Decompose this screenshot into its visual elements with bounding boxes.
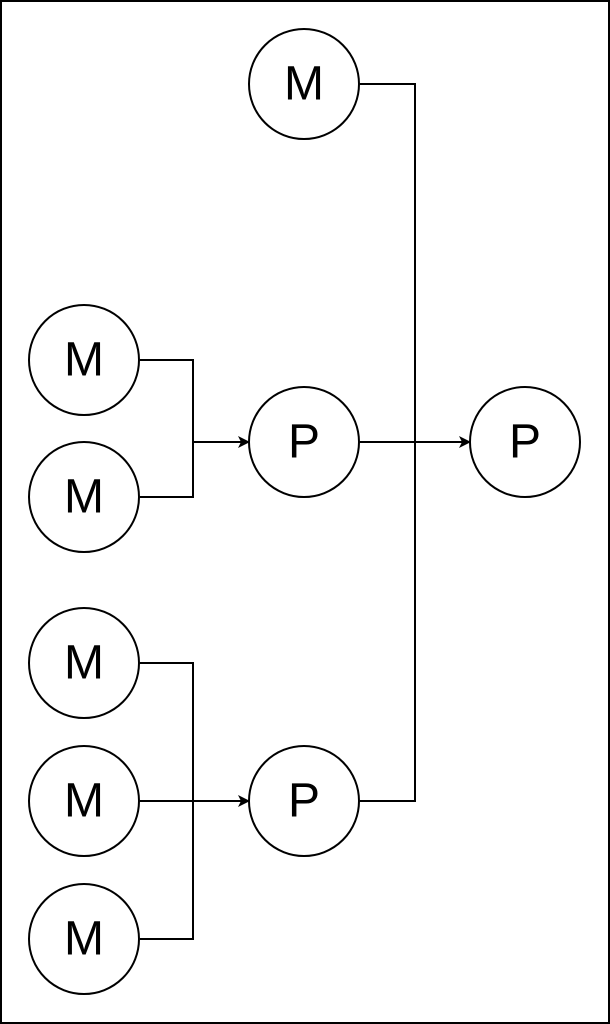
edge-m-bot-3-to-p-bot [140,801,194,940]
node-label: M [64,775,104,828]
edge-p-bot-to-p-final [360,442,416,802]
node-m-mid-1: M [28,304,140,416]
node-m-top: M [248,28,360,140]
node-label: M [64,637,104,690]
node-m-bot-3: M [28,883,140,995]
node-p-bot: P [248,745,360,857]
node-label: P [288,416,320,469]
node-label: P [288,775,320,828]
edge-m-bot-1-to-p-bot [140,662,194,801]
node-label: M [64,334,104,387]
edges [140,83,471,940]
edge-m-mid-2-to-p-mid [140,436,250,498]
edge-m-top-to-p-final [360,83,416,442]
node-m-mid-2: M [28,441,140,553]
node-label: M [64,913,104,966]
node-label: P [509,416,541,469]
node-p-final: P [469,386,581,498]
node-m-bot-1: M [28,607,140,719]
node-p-mid: P [248,386,360,498]
edge-m-mid-1-to-p-mid [140,359,194,442]
node-m-bot-2: M [28,745,140,857]
node-label: M [64,471,104,524]
node-label: M [284,58,324,111]
